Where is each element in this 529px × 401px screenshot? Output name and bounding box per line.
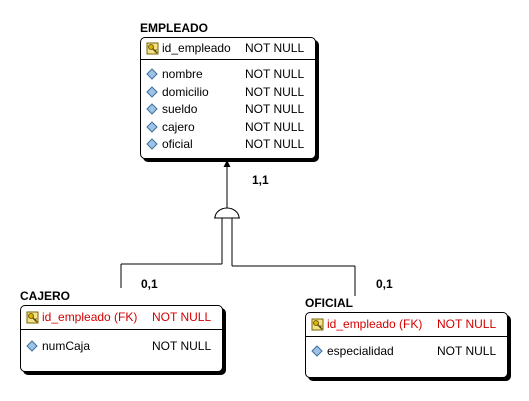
diamond-attribute-icon: [146, 120, 158, 139]
attribute-row[interactable]: nombre NOT NULL: [141, 66, 315, 84]
primary-key-section: id_empleado (FK) NOT NULL: [21, 306, 222, 330]
attribute-name: nombre: [162, 67, 203, 81]
primary-key-section: id_empleado NOT NULL: [141, 38, 315, 60]
attribute-constraint: NOT NULL: [152, 310, 212, 324]
attribute-row[interactable]: id_empleado NOT NULL: [141, 40, 315, 58]
attribute-row[interactable]: id_empleado (FK) NOT NULL: [21, 309, 222, 327]
attribute-row[interactable]: numCaja NOT NULL: [21, 338, 222, 356]
attribute-constraint: NOT NULL: [437, 344, 497, 358]
entity-title-cajero: CAJERO: [20, 289, 71, 303]
attribute-row[interactable]: sueldo NOT NULL: [141, 101, 315, 119]
attribute-constraint: NOT NULL: [245, 84, 305, 99]
attribute-constraint: NOT NULL: [437, 317, 497, 331]
attribute-constraint: NOT NULL: [245, 67, 305, 81]
diamond-attribute-icon: [146, 68, 158, 86]
attribute-name: especialidad: [327, 344, 394, 358]
attribute-row[interactable]: especialidad NOT NULL: [306, 343, 507, 361]
attribute-name: sueldo: [162, 102, 198, 116]
attribute-name: numCaja: [42, 339, 91, 353]
attribute-row[interactable]: cajero NOT NULL: [141, 119, 315, 137]
primary-key-section: id_empleado (FK) NOT NULL: [306, 313, 507, 337]
entity-title-oficial: OFICIAL: [305, 296, 353, 310]
diamond-attribute-icon: [26, 340, 38, 358]
key-fk-attribute-icon: [26, 311, 40, 330]
entity-oficial[interactable]: id_empleado (FK) NOT NULL especialidad N…: [305, 312, 508, 378]
attribute-row[interactable]: domicilio NOT NULL: [141, 84, 315, 102]
attribute-name: id_empleado: [162, 41, 231, 55]
arrowhead-icon: [223, 160, 231, 167]
diamond-attribute-icon: [146, 103, 158, 121]
attribute-name: domicilio: [162, 84, 209, 99]
attribute-name: id_empleado (FK): [42, 310, 138, 324]
attributes-section: nombre NOT NULL domicilio NOT NULL sueld…: [141, 60, 315, 154]
diamond-attribute-icon: [146, 138, 158, 156]
attribute-row[interactable]: id_empleado (FK) NOT NULL: [306, 316, 507, 334]
attribute-row[interactable]: oficial NOT NULL: [141, 136, 315, 154]
attributes-section: numCaja NOT NULL: [21, 330, 222, 356]
attribute-name: id_empleado (FK): [327, 317, 423, 331]
cardinality-label-cajero: 0,1: [141, 277, 158, 291]
attribute-constraint: NOT NULL: [245, 41, 305, 55]
attributes-section: especialidad NOT NULL: [306, 337, 507, 361]
key-fk-attribute-icon: [311, 318, 325, 337]
attribute-name: cajero: [162, 119, 195, 134]
cardinality-label-empleado: 1,1: [252, 173, 269, 187]
key-attribute-icon: [146, 42, 160, 61]
attribute-constraint: NOT NULL: [245, 119, 305, 134]
entity-empleado[interactable]: id_empleado NOT NULL nombre NOT NULL dom…: [140, 37, 316, 159]
attribute-name: oficial: [162, 137, 193, 151]
cardinality-label-oficial: 0,1: [376, 277, 393, 291]
attribute-constraint: NOT NULL: [245, 102, 305, 116]
subtype-discriminator-symbol: [214, 207, 240, 219]
entity-title-empleado: EMPLEADO: [140, 21, 209, 35]
diamond-attribute-icon: [311, 345, 323, 363]
entity-cajero[interactable]: id_empleado (FK) NOT NULL numCaja NOT NU…: [20, 305, 223, 372]
attribute-constraint: NOT NULL: [152, 339, 212, 353]
attribute-constraint: NOT NULL: [245, 137, 305, 151]
diamond-attribute-icon: [146, 85, 158, 104]
